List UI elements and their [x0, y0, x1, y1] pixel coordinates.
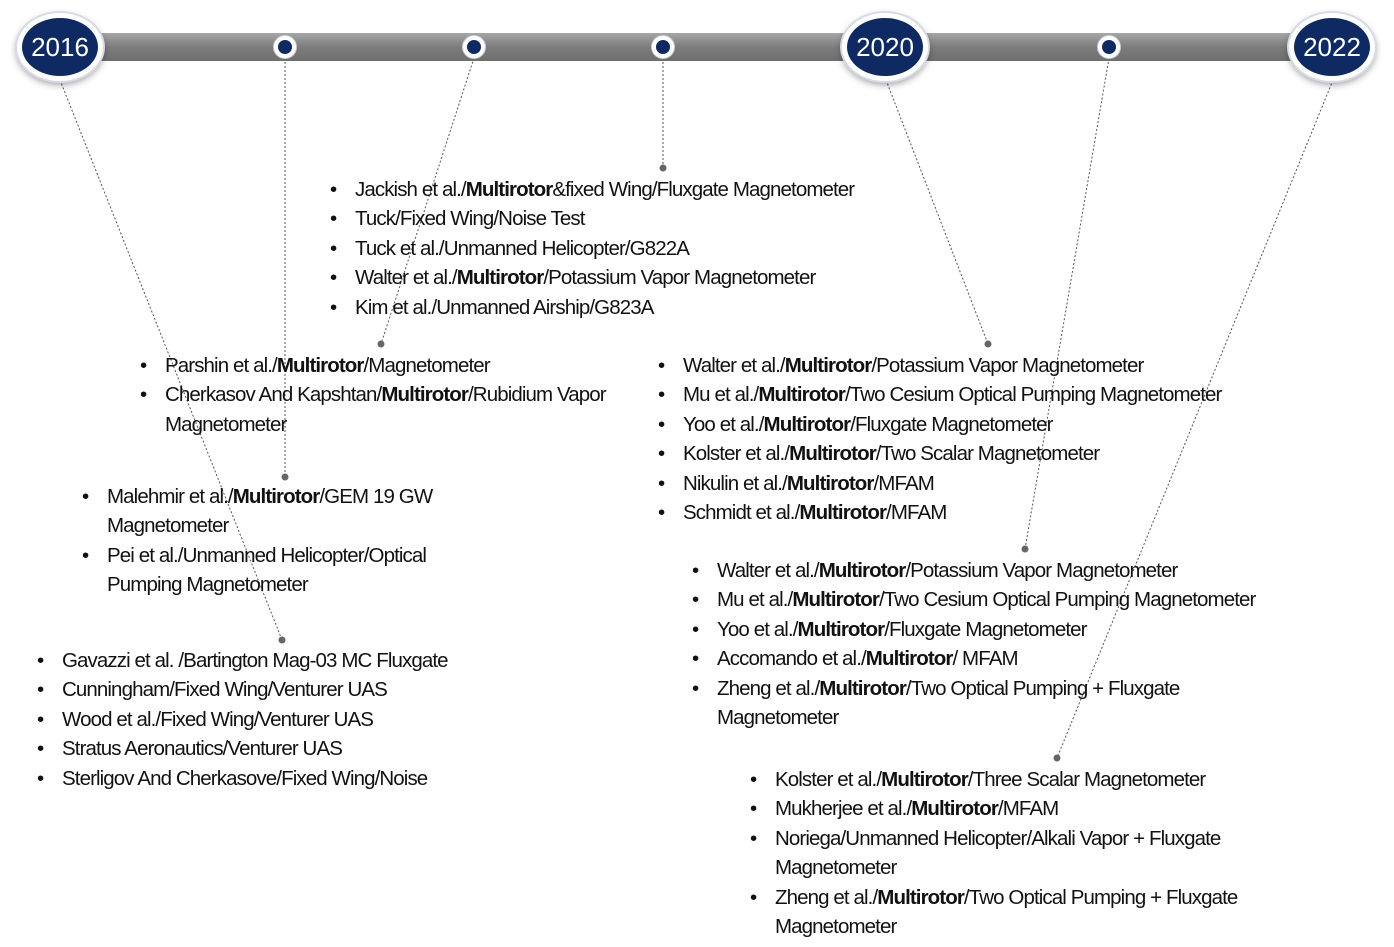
year-node-2016: 2016	[17, 13, 103, 81]
connector-line	[1024, 57, 1110, 550]
list-item: Pei et al./Unmanned Helicopter/Optical P…	[82, 541, 487, 600]
list-item: Nikulin et al./Multirotor/MFAM	[658, 469, 1358, 499]
timeline-dot	[652, 36, 674, 58]
connector-end-dot	[1053, 754, 1061, 762]
list-item: Kolster et al./Multirotor/Two Scalar Mag…	[658, 439, 1358, 469]
list-item: Stratus Aeronautics/Venturer UAS	[37, 734, 537, 764]
connector-end-dot	[1021, 545, 1029, 553]
list-item: Yoo et al./Multirotor/Fluxgate Magnetome…	[658, 410, 1358, 440]
group-2021: Walter et al./Multirotor/Potassium Vapor…	[692, 556, 1372, 732]
timeline-bar	[60, 33, 1332, 61]
list-item: Cunningham/Fixed Wing/Venturer UAS	[37, 675, 537, 705]
list-item: Malehmir et al./Multirotor/GEM 19 GW Mag…	[82, 482, 487, 541]
timeline-dot	[274, 36, 296, 58]
group-2018: Jackish et al./Multirotor&fixed Wing/Flu…	[330, 175, 930, 322]
list-item: Jackish et al./Multirotor&fixed Wing/Flu…	[330, 175, 930, 205]
list-item: Parshin et al./Multirotor/Magnetometer	[140, 351, 610, 381]
connector-end-dot	[659, 164, 667, 172]
timeline-dot	[463, 36, 485, 58]
list-item: Accomando et al./Multirotor/ MFAM	[692, 644, 1372, 674]
list-item: Kolster et al./Multirotor/Three Scalar M…	[750, 765, 1330, 795]
connector-end-dot	[281, 473, 289, 481]
list-item: Mu et al./Multirotor/Two Cesium Optical …	[692, 585, 1372, 615]
list-item: Walter et al./Multirotor/Potassium Vapor…	[692, 556, 1372, 586]
list-item: Tuck et al./Unmanned Helicopter/G822A	[330, 234, 930, 264]
connector-end-dot	[278, 636, 286, 644]
list-item: Noriega/Unmanned Helicopter/Alkali Vapor…	[750, 824, 1285, 883]
list-item: Tuck/Fixed Wing/Noise Test	[330, 204, 930, 234]
list-item: Zheng et al./Multirotor/Two Optical Pump…	[750, 883, 1315, 942]
connector-end-dot	[984, 340, 992, 348]
year-label: 2016	[31, 31, 89, 62]
group-2017: Malehmir et al./Multirotor/GEM 19 GW Mag…	[82, 482, 487, 600]
list-item: Gavazzi et al. /Bartington Mag-03 MC Flu…	[37, 646, 537, 676]
list-item: Sterligov And Cherkasove/Fixed Wing/Nois…	[37, 764, 537, 794]
list-item: Schmidt et al./Multirotor/MFAM	[658, 498, 1358, 528]
list-item: Yoo et al./Multirotor/Fluxgate Magnetome…	[692, 615, 1372, 645]
group-2020: Walter et al./Multirotor/Potassium Vapor…	[658, 351, 1358, 528]
group-2018-b: Parshin et al./Multirotor/Magnetometer C…	[140, 351, 610, 439]
list-item: Zheng et al./Multirotor/Two Optical Pump…	[692, 674, 1257, 733]
list-item: Mukherjee et al./Multirotor/MFAM	[750, 794, 1330, 824]
list-item: Cherkasov And Kapshtan/Multirotor/Rubidi…	[140, 380, 610, 439]
group-2016: Gavazzi et al. /Bartington Mag-03 MC Flu…	[37, 646, 537, 793]
group-2022: Kolster et al./Multirotor/Three Scalar M…	[750, 765, 1330, 941]
year-node-2022: 2022	[1289, 13, 1375, 81]
list-item: Wood et al./Fixed Wing/Venturer UAS	[37, 705, 537, 735]
connector-end-dot	[377, 340, 385, 348]
list-item: Walter et al./Multirotor/Potassium Vapor…	[658, 351, 1358, 381]
list-item: Mu et al./Multirotor/Two Cesium Optical …	[658, 380, 1358, 410]
connector-line	[885, 79, 989, 345]
list-item: Walter et al./Multirotor/Potassium Vapor…	[330, 263, 930, 293]
year-node-2020: 2020	[842, 13, 928, 81]
list-item: Kim et al./Unmanned Airship/G823A	[330, 293, 930, 323]
year-label: 2022	[1303, 31, 1361, 62]
year-label: 2020	[856, 31, 914, 62]
timeline-dot	[1098, 36, 1120, 58]
